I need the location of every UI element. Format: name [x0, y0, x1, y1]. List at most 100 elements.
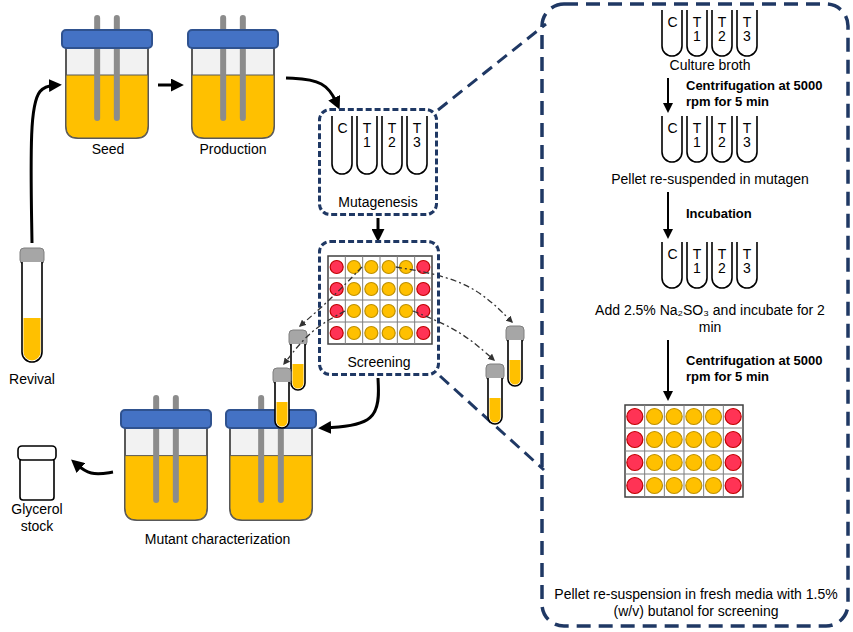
test-well: [666, 432, 682, 448]
test-well: [400, 305, 413, 318]
control-well: [627, 432, 643, 448]
test-tube: [687, 242, 707, 288]
zoom-line: [438, 24, 546, 110]
test-well: [382, 327, 395, 340]
node-caption: Glycerol stock: [4, 501, 70, 535]
plate-grid: [328, 322, 432, 323]
test-tube: [737, 116, 757, 162]
test-well: [686, 478, 702, 494]
vial-node: Glycerol stock: [2, 440, 72, 537]
test-tube: [662, 116, 682, 162]
tube-label: T3: [743, 247, 752, 275]
picking-arrow: [413, 311, 494, 360]
test-well: [647, 455, 663, 471]
tube-label: C: [668, 15, 677, 29]
glycerol-vial: [20, 458, 54, 500]
plate-grid: [625, 474, 743, 475]
control-well: [627, 409, 643, 425]
test-well: [365, 305, 378, 318]
flow-arrow: [286, 78, 338, 106]
bioreactor-lid: [188, 30, 278, 48]
test-well: [348, 327, 361, 340]
test-well: [382, 283, 395, 296]
flow-arrow: [667, 192, 669, 236]
tube-liquid: [24, 318, 41, 361]
zoom-panel: [542, 4, 848, 626]
node-caption: Pellet re-suspension in fresh media with…: [550, 586, 842, 620]
well-plate: [625, 405, 743, 497]
flow-arrow: [74, 462, 113, 474]
test-tube: [662, 10, 682, 56]
bioreactor-vessel: [230, 428, 312, 520]
test-tube: [488, 378, 502, 424]
flow-arrow: [158, 84, 180, 87]
test-well: [365, 261, 378, 274]
flow-arrow: [322, 378, 378, 428]
test-well: [382, 261, 395, 274]
test-well: [348, 305, 361, 318]
step-node: Pellet re-suspension in fresh media with…: [548, 400, 844, 622]
picking-arrow: [284, 311, 345, 364]
test-well: [348, 283, 361, 296]
control-well: [417, 327, 430, 340]
well-plate: [328, 256, 432, 344]
test-tube: [737, 242, 757, 288]
bioreactor-broth: [230, 456, 312, 520]
bioreactor-vessel: [66, 48, 148, 138]
tube-label: T1: [363, 121, 372, 149]
plate-grid: [328, 278, 432, 279]
test-well: [666, 478, 682, 494]
tube-label: T2: [718, 247, 727, 275]
node-caption: Seed: [62, 141, 154, 158]
test-tube: [687, 10, 707, 56]
test-well: [647, 409, 663, 425]
node-caption: Revival: [4, 371, 60, 388]
test-well: [666, 409, 682, 425]
picking-arrow: [300, 267, 362, 326]
step-node: Add 2.5% Na₂SO₃ and incubate for 2 min: [585, 238, 835, 338]
tube-label: T3: [413, 121, 422, 149]
test-well: [686, 409, 702, 425]
test-well: [686, 455, 702, 471]
test-well: [382, 305, 395, 318]
step-label: Centrifugation at 5000 rpm for 5 min: [684, 78, 838, 110]
node-caption: Mutagenesis: [323, 194, 433, 211]
test-tube: [407, 116, 427, 174]
test-well: [647, 432, 663, 448]
tube-label: T3: [743, 121, 752, 149]
connectors: [31, 78, 668, 474]
test-tube: [508, 340, 522, 386]
test-well: [647, 478, 663, 494]
control-well: [725, 432, 741, 448]
test-well: [348, 261, 361, 274]
tube-label: T2: [718, 15, 727, 43]
tube-cap: [506, 326, 524, 342]
bioreactor-vessel: [125, 428, 207, 520]
dashed-box: Screening: [318, 240, 440, 376]
control-well: [725, 409, 741, 425]
tube-label: T3: [743, 15, 752, 43]
test-well: [706, 478, 722, 494]
tube-label: T1: [693, 15, 702, 43]
bioreactor-lid: [121, 410, 211, 428]
step-label: Centrifugation at 5000 rpm for 5 min: [684, 353, 838, 385]
test-tube: [712, 116, 732, 162]
bioreactor-lid: [226, 410, 316, 428]
tube-label: C: [668, 247, 677, 261]
tube-label: C: [668, 121, 677, 135]
test-tube: [382, 116, 402, 174]
step-label: Incubation: [684, 206, 754, 222]
tube-cap: [289, 330, 307, 346]
plate-grid: [625, 451, 743, 452]
test-tube: [291, 344, 305, 390]
test-tube: [357, 116, 377, 174]
node-caption: Mutant characterization: [117, 531, 318, 548]
control-well: [725, 455, 741, 471]
control-well: [417, 305, 430, 318]
vial-cap: [18, 446, 56, 460]
tube-label: T1: [693, 247, 702, 275]
control-well: [627, 455, 643, 471]
illustrations: [18, 10, 757, 520]
test-tube: [275, 382, 289, 428]
